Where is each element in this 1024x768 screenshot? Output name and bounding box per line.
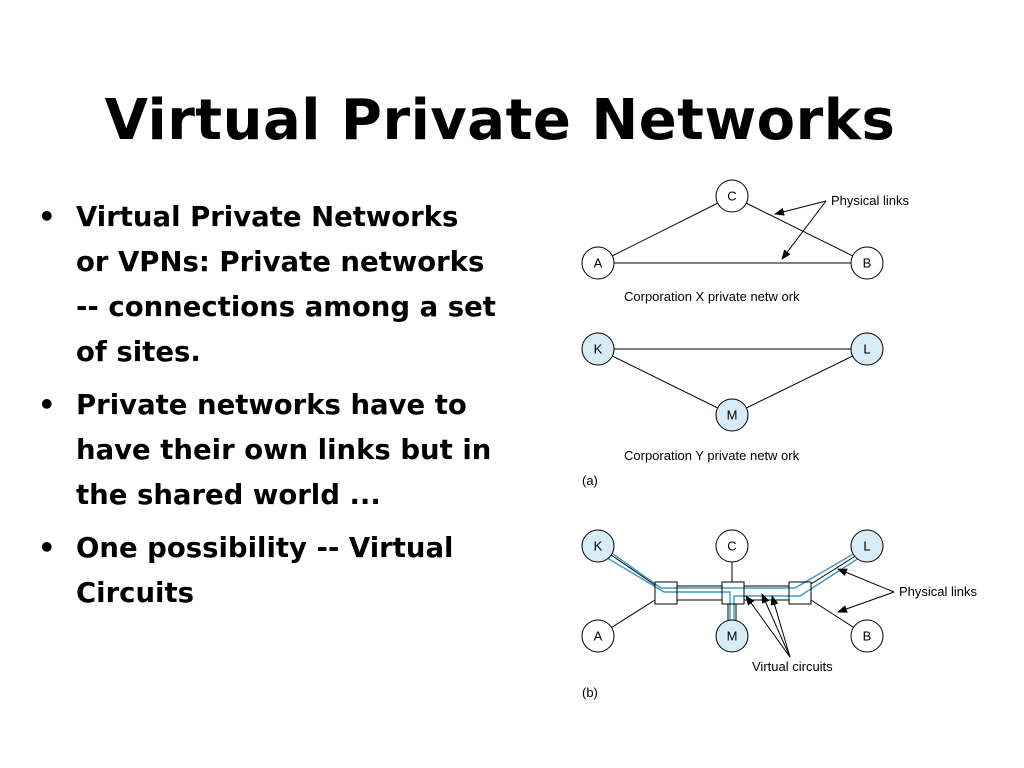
part-b-label: (b) <box>582 685 598 700</box>
physical-link <box>810 554 858 585</box>
bullet-list: Virtual Private Networks or VPNs: Privat… <box>36 195 576 624</box>
node-label: L <box>863 342 870 357</box>
virtual-circuit-m-l <box>733 555 863 622</box>
arrow-virtual-circuit <box>745 595 791 658</box>
virtual-circuits-label: Virtual circuits <box>752 659 833 674</box>
corp-y-caption: Corporation Y private netw ork <box>624 448 800 463</box>
arrow-physical-link <box>774 200 827 216</box>
link-l-m <box>731 348 868 416</box>
node-k: K <box>581 332 615 366</box>
node-b: B <box>850 619 884 653</box>
node-l: L <box>850 332 884 366</box>
corp-x-caption: Corporation X private netw ork <box>624 289 800 304</box>
physical-links-label: Physical links <box>899 584 978 599</box>
bullet-item: Private networks have to have their own … <box>36 383 576 518</box>
node-label: B <box>863 256 872 271</box>
node-label: L <box>863 539 870 554</box>
node-label: A <box>594 629 603 644</box>
bullet-item: One possibility -- Virtual Circuits <box>36 526 576 616</box>
link-c-b <box>731 195 868 264</box>
switch-box <box>788 581 812 605</box>
arrow-physical-link <box>837 591 895 613</box>
node-label: B <box>863 629 872 644</box>
corp-y-network: K L M Corporation Y private netw ork <box>581 332 884 463</box>
node-label: A <box>594 256 603 271</box>
node-label: K <box>594 539 603 554</box>
physical-links-label: Physical links <box>831 193 910 208</box>
part-a-label: (a) <box>582 473 598 488</box>
node-a: A <box>581 619 615 653</box>
switch-box <box>654 581 678 605</box>
link-c-a <box>597 195 733 264</box>
corp-x-network: C A B Physical links Corporation X priva… <box>581 179 910 304</box>
node-c: C <box>715 529 749 563</box>
arrow-virtual-circuit <box>770 595 791 658</box>
bullet-text: Virtual Private Networks or VPNs: Privat… <box>76 201 496 368</box>
node-c: C <box>715 179 749 213</box>
node-label: C <box>727 189 736 204</box>
node-label: M <box>727 629 738 644</box>
switch-box <box>721 581 745 605</box>
node-b: B <box>850 246 884 280</box>
arrow-virtual-circuit <box>761 593 791 658</box>
node-l: L <box>850 529 884 563</box>
slide-title: Virtual Private Networks <box>104 88 896 153</box>
node-m: M <box>715 619 749 653</box>
shared-network: K C L A M B Physical links Virtual circu <box>581 529 978 674</box>
node-a: A <box>581 246 615 280</box>
virtual-circuit-k-m <box>603 555 731 622</box>
bullet-text: One possibility -- Virtual Circuits <box>76 532 454 609</box>
arrow-physical-link <box>781 200 827 260</box>
bullet-item: Virtual Private Networks or VPNs: Privat… <box>36 195 576 375</box>
node-label: C <box>727 539 736 554</box>
node-m: M <box>715 398 749 432</box>
virtual-circuit-k-l <box>605 545 868 589</box>
node-label: K <box>594 342 603 357</box>
link-k-m <box>597 348 733 416</box>
arrow-physical-link <box>837 568 895 593</box>
node-k: K <box>581 529 615 563</box>
bullet-text: Private networks have to have their own … <box>76 389 492 511</box>
node-label: M <box>727 408 738 423</box>
